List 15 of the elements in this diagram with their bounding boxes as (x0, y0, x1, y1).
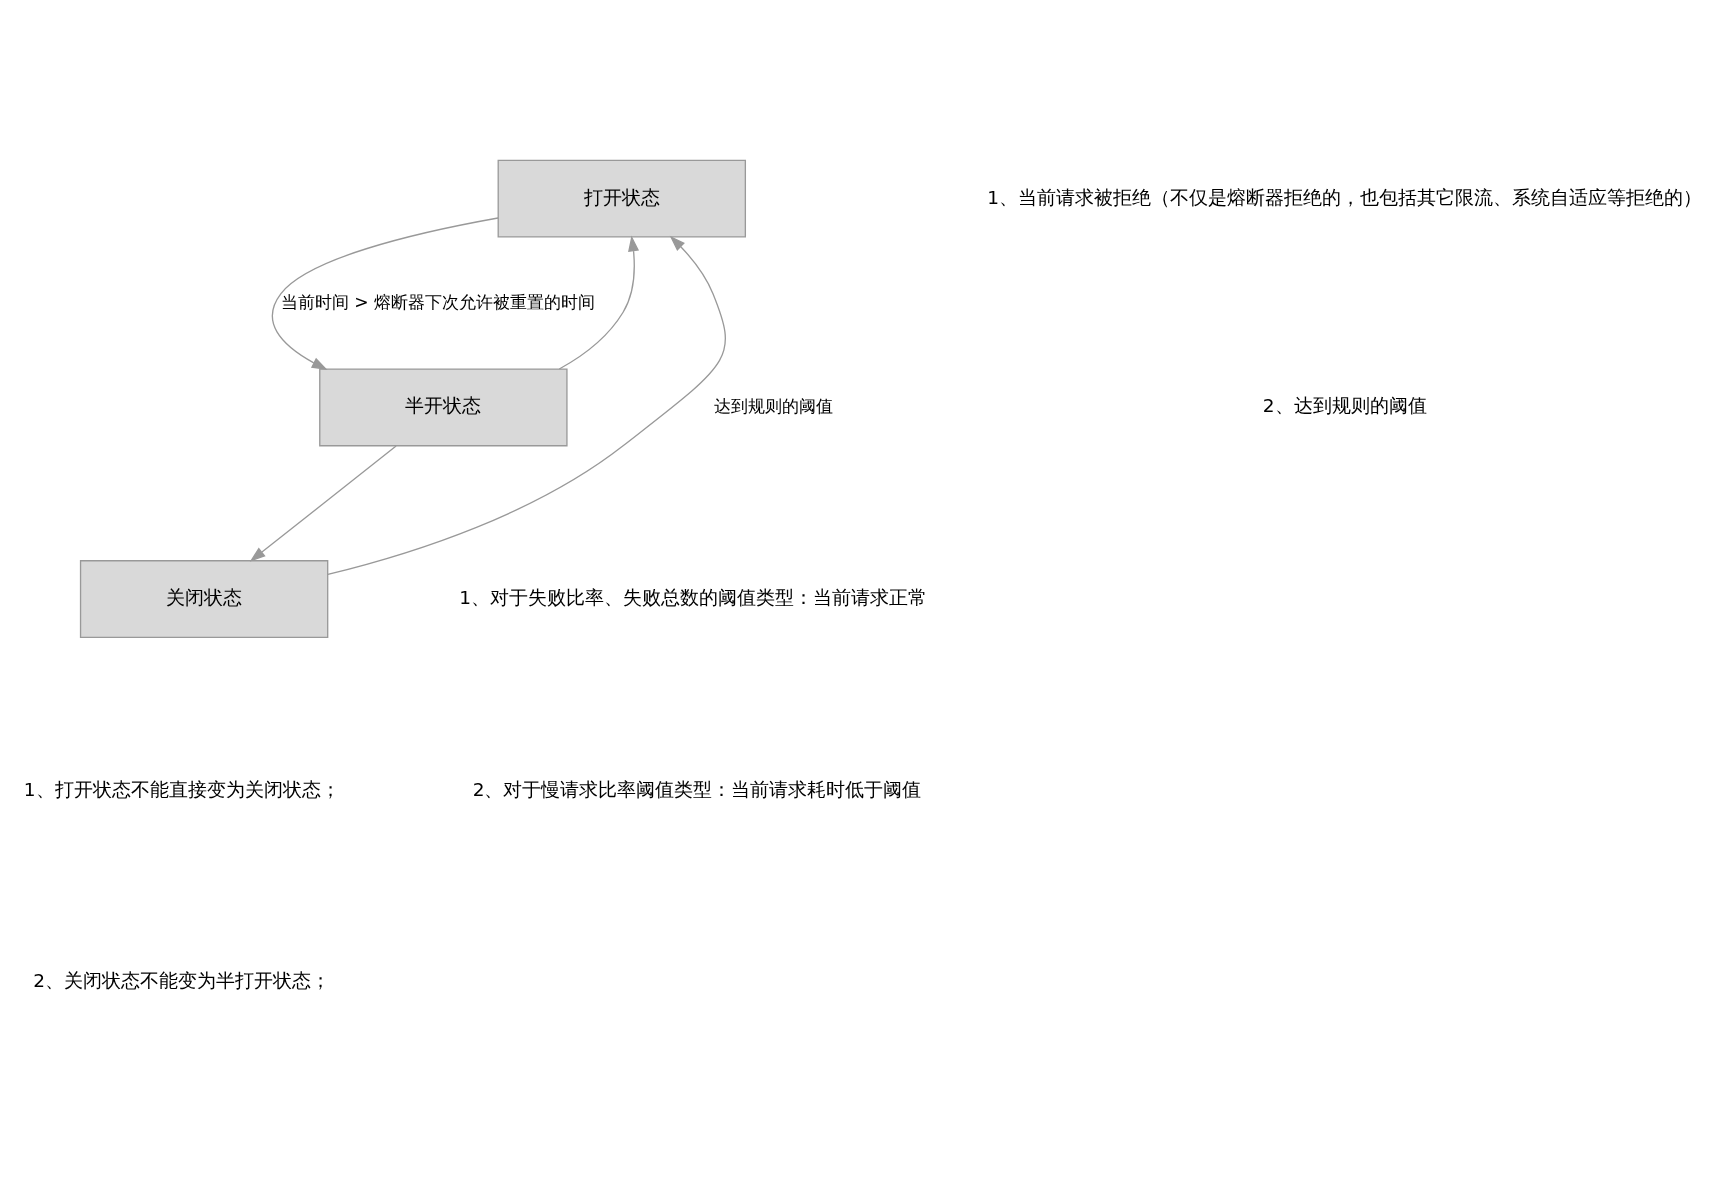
arrow (249, 444, 397, 562)
arrow (558, 234, 640, 370)
label: 2、关闭状态不能变为半打开状态； (33, 969, 331, 991)
label: 1、对于失败比率、失败总数的阈值类型：当前请求正常 (459, 586, 928, 608)
arrow (271, 216, 499, 370)
label: 2、达到规则的阈值 (1262, 394, 1427, 416)
edge-label: 达到规则的阈值 (714, 395, 834, 416)
node-box: 打开状态 (497, 159, 746, 238)
node-box: 半开状态 (319, 367, 568, 446)
label: 1、当前请求被拒绝（不仅是熔断器拒绝的，也包括其它限流、系统自适应等拒绝的） (987, 186, 1703, 208)
label: 2、对于慢请求比率阈值类型：当前请求耗时低于阈值 (472, 778, 922, 800)
arrow (327, 235, 726, 575)
edge-label: 当前时间 > 熔断器下次允许被重置的时间 (280, 291, 596, 312)
label: 1、打开状态不能直接变为关闭状态； (23, 778, 340, 800)
node-box: 关闭状态 (79, 559, 329, 638)
